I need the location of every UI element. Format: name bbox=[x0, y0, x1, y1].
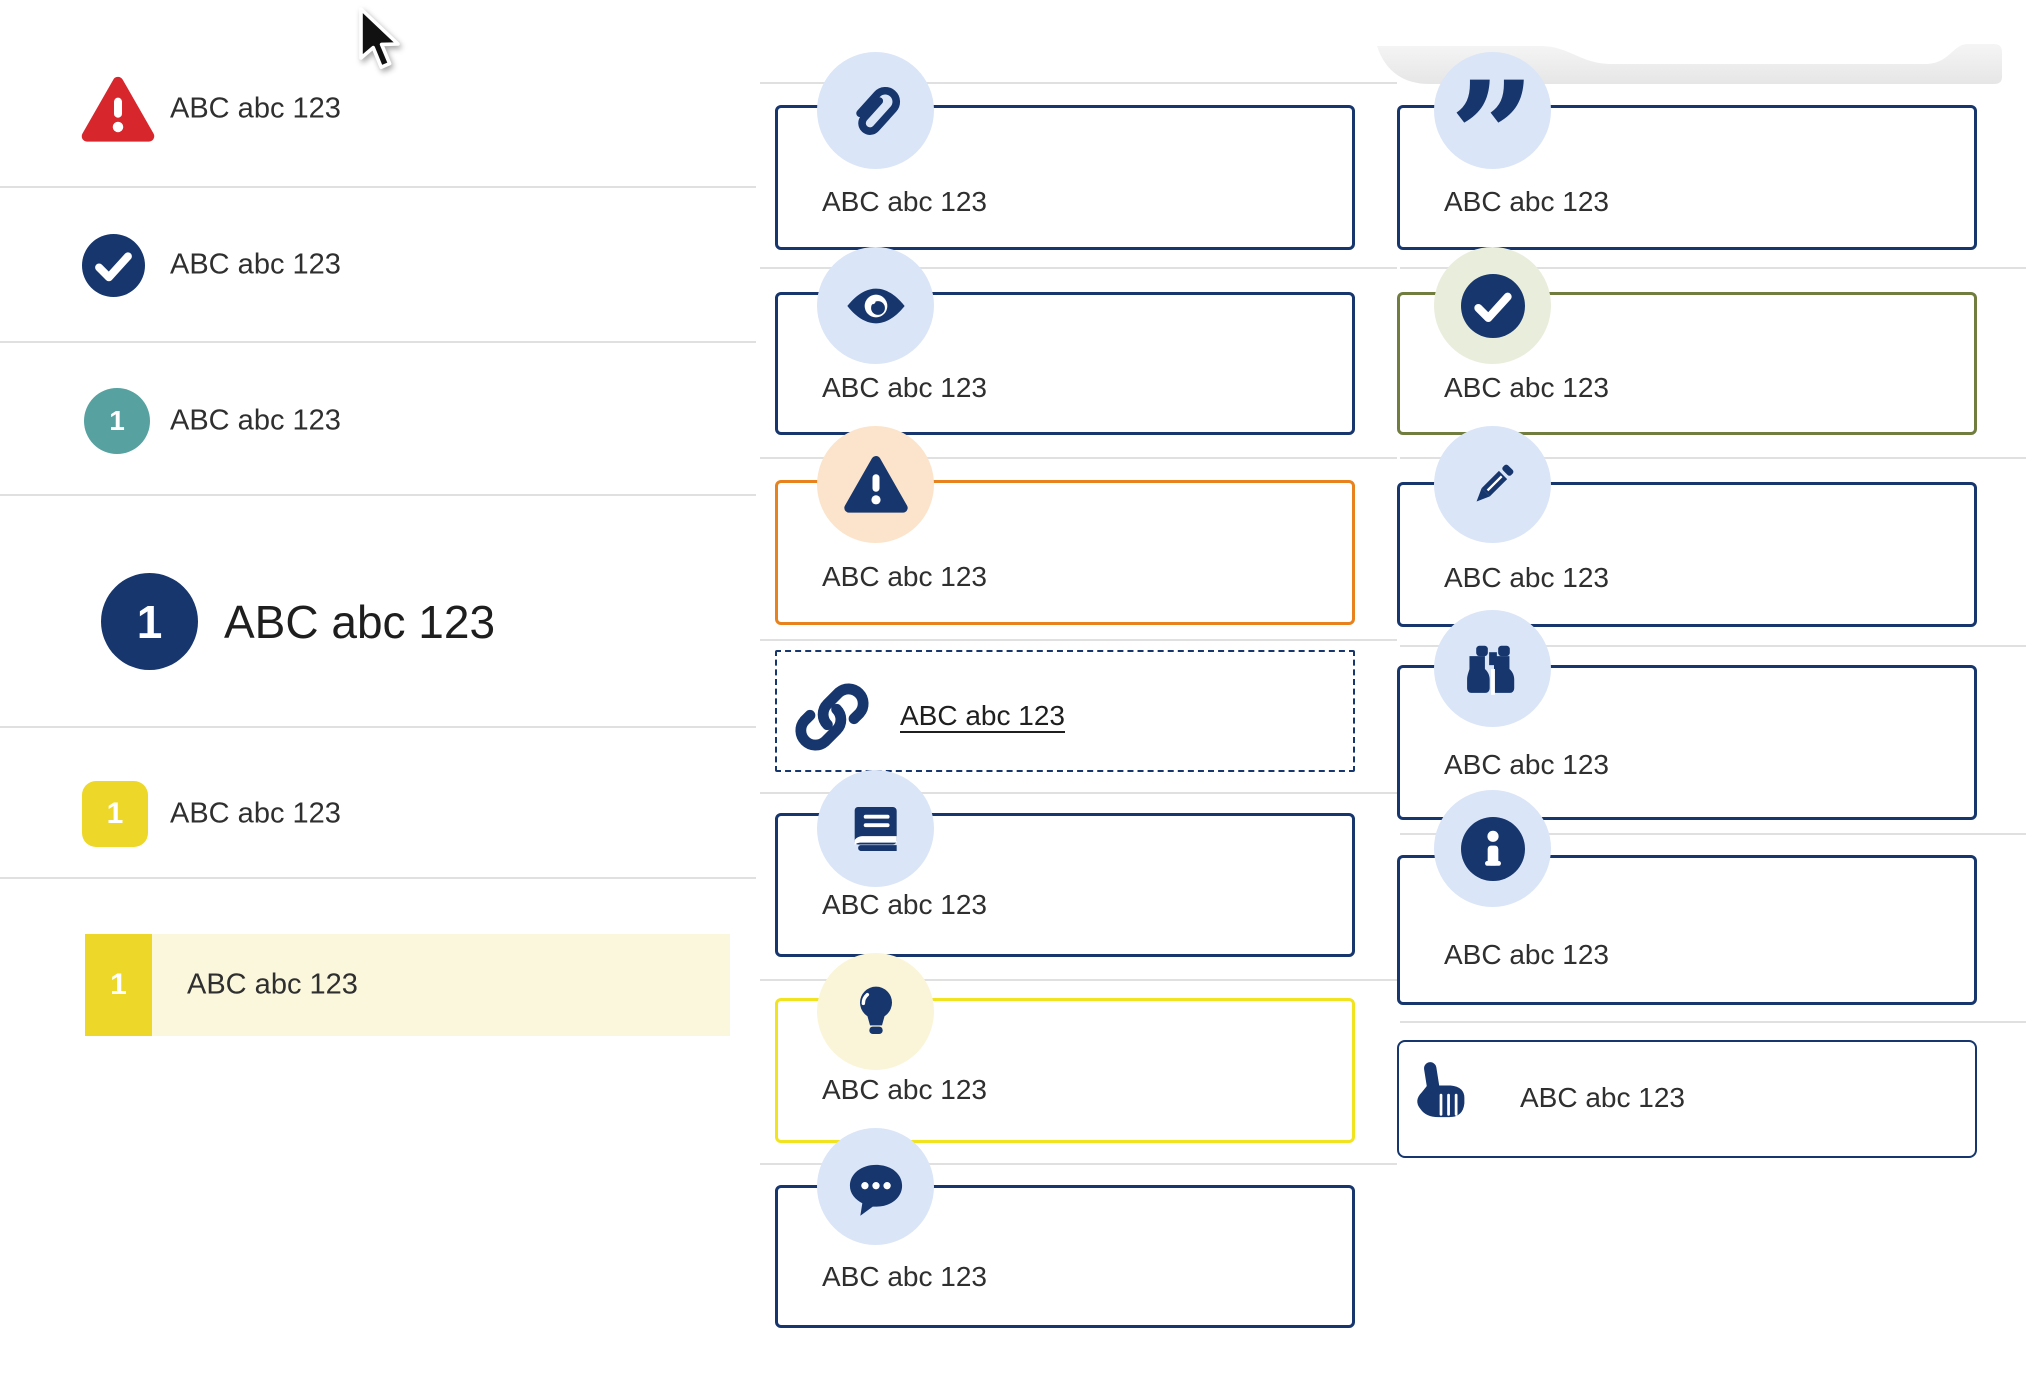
warning-icon bbox=[843, 455, 908, 513]
icon-circle: ” bbox=[1434, 52, 1551, 212]
callout-card-label: ABC abc 123 bbox=[1444, 372, 1609, 403]
binoculars-icon bbox=[1466, 645, 1514, 695]
list-item-label: ABC abc 123 bbox=[170, 797, 341, 830]
chat-icon bbox=[849, 1164, 902, 1216]
lightbulb-icon bbox=[859, 986, 892, 1034]
step-badge-teal: 1 bbox=[84, 388, 150, 454]
callout-card-label: ABC abc 123 bbox=[822, 1261, 987, 1292]
icon-circle bbox=[1434, 790, 1551, 907]
callout-card-action bbox=[1397, 1040, 1977, 1158]
alert-triangle-icon bbox=[81, 76, 155, 142]
callout-card-label: ABC abc 123 bbox=[822, 561, 987, 592]
icon-circle bbox=[1434, 247, 1551, 364]
paperclip-icon bbox=[855, 86, 900, 135]
callout-card-label: ABC abc 123 bbox=[822, 889, 987, 920]
row-highlight bbox=[85, 934, 730, 1036]
pencil-icon bbox=[1476, 464, 1513, 501]
callout-card-link[interactable] bbox=[775, 650, 1355, 772]
divider bbox=[1400, 267, 2026, 269]
divider bbox=[0, 494, 756, 496]
callout-card-label: ABC abc 123 bbox=[1444, 939, 1609, 970]
divider bbox=[760, 1163, 1397, 1165]
link-icon bbox=[795, 683, 869, 751]
callout-card-label: ABC abc 123 bbox=[822, 186, 987, 217]
divider bbox=[1400, 1021, 2026, 1023]
icon-circle bbox=[817, 770, 934, 887]
step-badge-yellow-selected: 1 bbox=[85, 934, 152, 1036]
callout-card-label: ABC abc 123 bbox=[822, 372, 987, 403]
step-badge-navy-large: 1 bbox=[101, 573, 198, 670]
callout-card-label: ABC abc 123 bbox=[1444, 186, 1609, 217]
book-icon bbox=[854, 806, 897, 851]
arrow-cursor-icon bbox=[359, 7, 400, 69]
divider bbox=[760, 792, 1397, 794]
icon-circle bbox=[817, 426, 934, 543]
icon-circle bbox=[1434, 610, 1551, 727]
icon-circle bbox=[817, 1128, 934, 1245]
divider bbox=[760, 457, 1397, 459]
divider bbox=[760, 82, 1397, 84]
eye-icon bbox=[846, 288, 905, 323]
callout-card-label: ABC abc 123 bbox=[1444, 749, 1609, 780]
divider bbox=[760, 979, 1397, 981]
section-heading: ABC abc 123 bbox=[224, 596, 496, 648]
check-circle-icon bbox=[1460, 273, 1525, 338]
callout-card-label: ABC abc 123 bbox=[1444, 562, 1609, 593]
list-item-label: ABC abc 123 bbox=[170, 248, 341, 281]
callout-card-label: ABC abc 123 bbox=[822, 1074, 987, 1105]
divider bbox=[0, 726, 756, 728]
check-circle-icon bbox=[82, 234, 145, 297]
icon-circle bbox=[817, 247, 934, 364]
divider bbox=[0, 877, 756, 879]
info-icon bbox=[1460, 816, 1525, 881]
icon-circle bbox=[1434, 426, 1551, 543]
divider bbox=[1400, 457, 2026, 459]
icon-circle bbox=[817, 52, 934, 169]
list-item-label: ABC abc 123 bbox=[170, 404, 341, 437]
step-badge-yellow: 1 bbox=[82, 781, 148, 847]
divider bbox=[0, 341, 756, 343]
divider bbox=[1400, 833, 2026, 835]
icon-circle bbox=[817, 953, 934, 1070]
list-item-label: ABC abc 123 bbox=[170, 92, 341, 125]
divider bbox=[760, 639, 1397, 641]
callout-card-label: ABC abc 123 bbox=[1520, 1082, 1685, 1113]
divider bbox=[760, 267, 1397, 269]
pointing-hand-icon bbox=[1417, 1062, 1465, 1118]
divider bbox=[0, 186, 756, 188]
callout-card-link-text[interactable]: ABC abc 123 bbox=[900, 700, 1065, 731]
list-item-label: ABC abc 123 bbox=[187, 968, 358, 1001]
divider bbox=[1400, 645, 2026, 647]
